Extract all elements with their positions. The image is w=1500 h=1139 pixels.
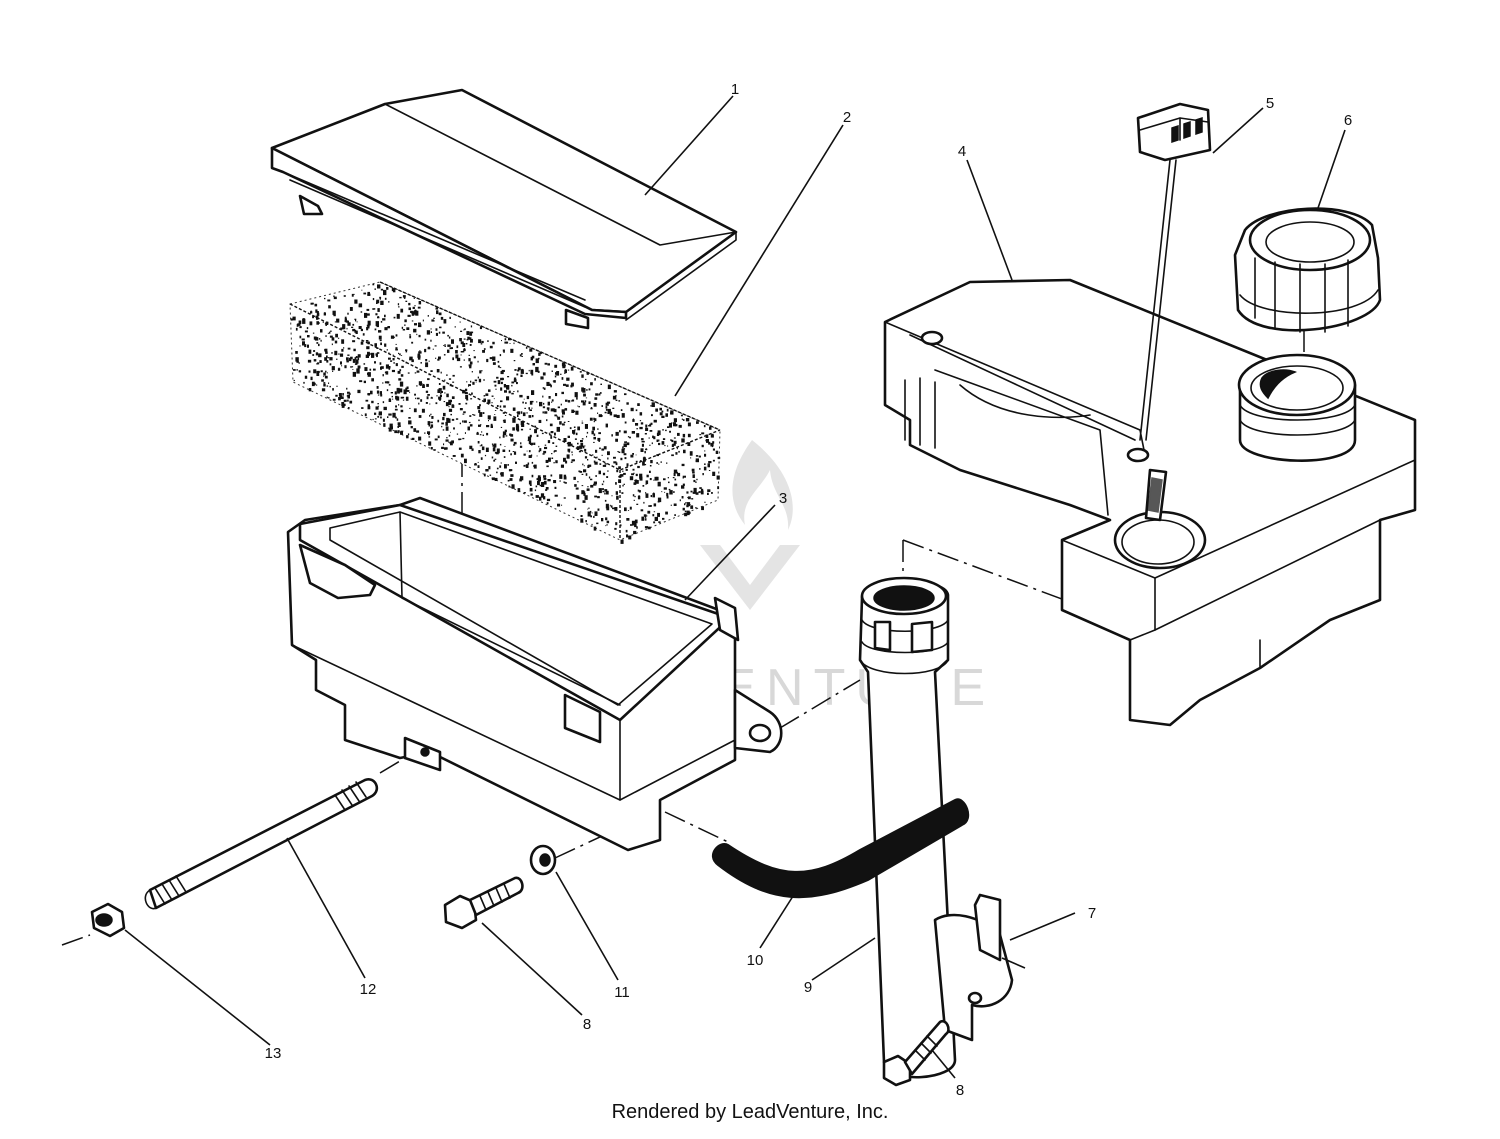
- callout-8b: 8: [956, 1082, 964, 1099]
- washer: [529, 844, 557, 876]
- callouts: 1 2 3 4 5 6 7 8 8 9 10 11 12 13: [265, 81, 1353, 1099]
- footer-credit: Rendered by LeadVenture, Inc.: [611, 1101, 889, 1123]
- callout-3: 3: [779, 490, 787, 507]
- callout-10: 10: [747, 952, 764, 969]
- callout-9: 9: [804, 979, 812, 996]
- flange-bolt-left: [443, 876, 524, 930]
- callout-7: 7: [1088, 905, 1096, 922]
- fuel-cap: [1233, 207, 1382, 333]
- mounting-bracket: [933, 893, 1014, 1042]
- callout-5: 5: [1266, 95, 1274, 112]
- flange-bolt-bottom: [882, 1019, 950, 1087]
- callout-2: 2: [843, 109, 851, 126]
- watermark-v-icon: [700, 545, 800, 610]
- watermark-flame-icon: [732, 440, 793, 530]
- callout-8a: 8: [583, 1016, 591, 1033]
- callout-13: 13: [265, 1045, 282, 1062]
- air-cleaner-body: [286, 496, 783, 852]
- fuel-gauge-dipstick: [1136, 102, 1212, 522]
- callout-12: 12: [360, 981, 377, 998]
- fuel-tank-filler-neck: [1237, 353, 1357, 462]
- callout-1: 1: [731, 81, 739, 98]
- leader-lines: [124, 95, 1346, 1079]
- callout-4: 4: [958, 143, 966, 160]
- foam-filter-element: [289, 281, 721, 544]
- fuel-hose: [711, 798, 970, 899]
- hex-nut: [90, 902, 126, 938]
- mounting-stud: [144, 778, 379, 910]
- callout-6: 6: [1344, 112, 1352, 129]
- air-cleaner-cover: [270, 88, 738, 330]
- foam-texture: [289, 281, 721, 544]
- callout-11: 11: [614, 984, 630, 1001]
